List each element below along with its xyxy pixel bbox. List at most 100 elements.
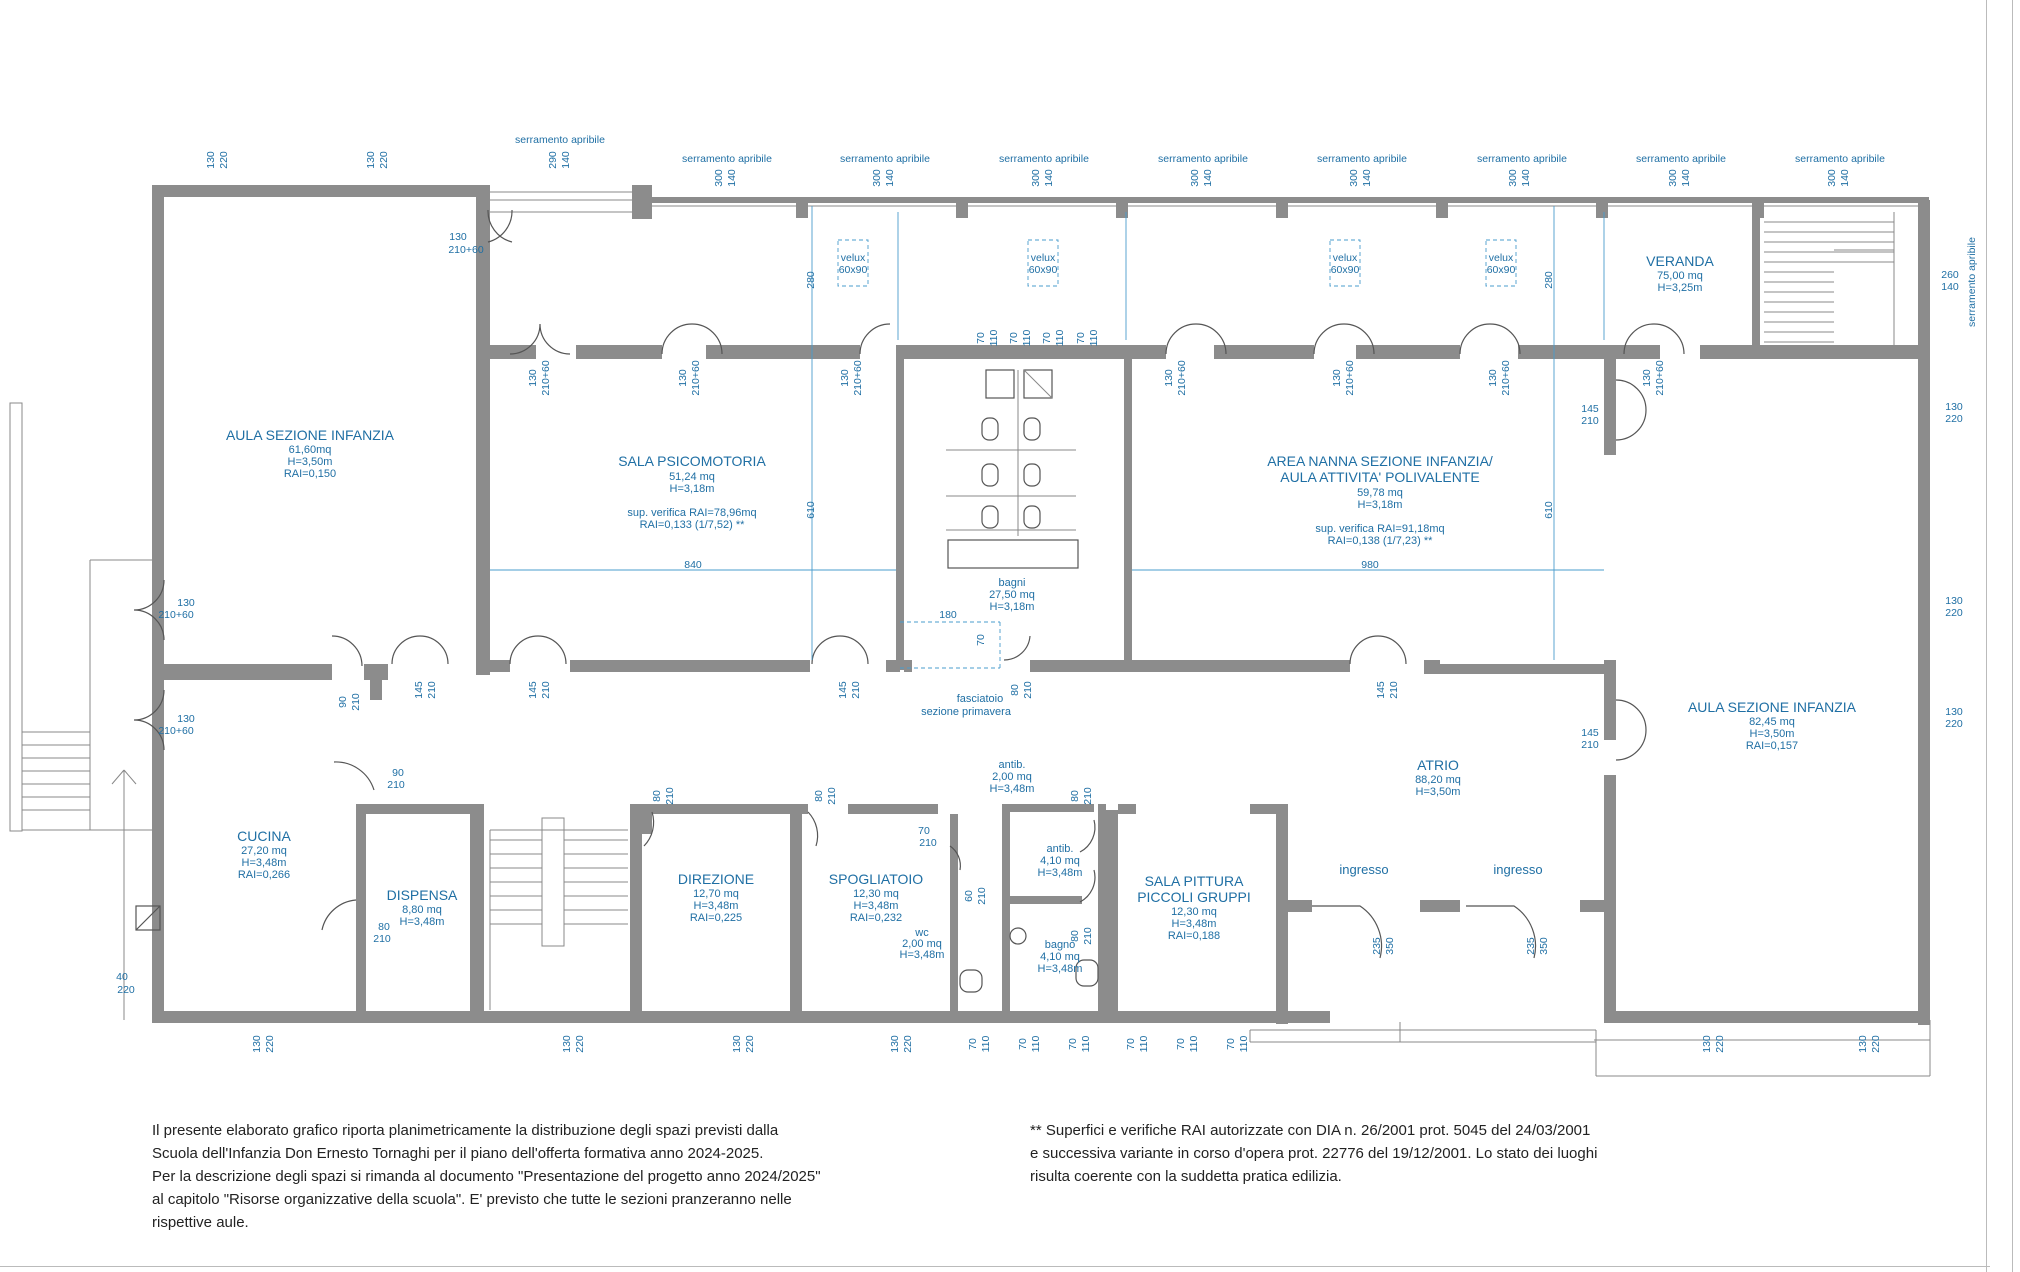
svg-text:145: 145 bbox=[1375, 681, 1387, 699]
svg-text:70: 70 bbox=[1125, 1038, 1137, 1050]
svg-text:210+60: 210+60 bbox=[690, 360, 702, 395]
svg-text:140: 140 bbox=[1941, 281, 1959, 293]
stair-veranda bbox=[1764, 212, 1895, 345]
thin-lines bbox=[9, 191, 1931, 1077]
svg-text:H=3,18m: H=3,18m bbox=[990, 601, 1035, 613]
sheet-border-right bbox=[1986, 0, 1987, 1272]
svg-text:210: 210 bbox=[850, 681, 862, 699]
svg-text:130: 130 bbox=[177, 713, 195, 725]
velux-labels: velux 60x90 velux 60x90 velux 60x90 velu… bbox=[839, 252, 1516, 276]
room-name-spogliatoio: SPOGLIATOIO bbox=[829, 871, 924, 887]
svg-text:75,00 mq: 75,00 mq bbox=[1657, 270, 1703, 282]
svg-text:130: 130 bbox=[1641, 369, 1653, 387]
wall-south-east bbox=[1604, 1011, 1930, 1023]
wall-dir1 bbox=[642, 804, 652, 834]
svg-text:130: 130 bbox=[561, 1035, 573, 1053]
svg-text:80: 80 bbox=[378, 921, 390, 933]
wall-ps1 bbox=[476, 660, 510, 672]
svg-text:60x90: 60x90 bbox=[1029, 264, 1058, 276]
room-name-antib1: antib. bbox=[999, 759, 1026, 771]
svg-text:70: 70 bbox=[975, 332, 987, 344]
wall-v8 bbox=[1700, 345, 1930, 359]
svg-text:145: 145 bbox=[1581, 727, 1599, 739]
wall-pit-top2 bbox=[1250, 804, 1280, 814]
svg-text:220: 220 bbox=[264, 1035, 276, 1053]
svg-text:210+60: 210+60 bbox=[1500, 360, 1512, 395]
room-name-atrio: ATRIO bbox=[1417, 757, 1459, 773]
svg-text:210: 210 bbox=[1082, 787, 1094, 805]
wall-antib-mid bbox=[1002, 896, 1082, 904]
wall-wc-east bbox=[1002, 804, 1010, 1014]
svg-text:210+60: 210+60 bbox=[158, 609, 193, 621]
bagni-fixtures bbox=[946, 369, 1079, 569]
svg-text:H=3,25m: H=3,25m bbox=[1658, 282, 1703, 294]
svg-text:210: 210 bbox=[387, 779, 405, 791]
svg-text:sup. verifica RAI=91,18mq: sup. verifica RAI=91,18mq bbox=[1315, 523, 1444, 535]
wall-dir-top bbox=[652, 804, 808, 814]
svg-text:220: 220 bbox=[902, 1035, 914, 1053]
svg-text:H=3,48m: H=3,48m bbox=[1172, 918, 1217, 930]
svg-text:110: 110 bbox=[1080, 1035, 1092, 1052]
svg-text:235: 235 bbox=[1525, 937, 1537, 955]
room-name-aula2: AULA SEZIONE INFANZIA bbox=[1688, 699, 1857, 715]
svg-text:110: 110 bbox=[1030, 1035, 1042, 1052]
svg-text:140: 140 bbox=[560, 151, 572, 169]
svg-text:300: 300 bbox=[713, 169, 725, 187]
svg-text:RAI=0,157: RAI=0,157 bbox=[1746, 740, 1798, 752]
svg-text:27,50 mq: 27,50 mq bbox=[989, 589, 1035, 601]
svg-text:130: 130 bbox=[365, 151, 377, 169]
svg-text:70: 70 bbox=[1041, 332, 1053, 344]
wall-spo-top bbox=[848, 804, 938, 814]
wall-v6 bbox=[1356, 345, 1460, 359]
svg-text:serramento apribile: serramento apribile bbox=[840, 153, 930, 165]
svg-text:130: 130 bbox=[1163, 369, 1175, 387]
svg-text:RAI=0,188: RAI=0,188 bbox=[1168, 930, 1220, 942]
svg-text:210+60: 210+60 bbox=[1654, 360, 1666, 395]
wall-ing3 bbox=[1580, 900, 1610, 912]
room-name-nanna: AREA NANNA SEZIONE INFANZIA/ bbox=[1267, 453, 1493, 469]
svg-text:140: 140 bbox=[1520, 169, 1532, 187]
room-name-psicomotoria: SALA PSICOMOTORIA bbox=[618, 453, 766, 469]
wall-aula1-east bbox=[476, 345, 490, 675]
svg-text:610: 610 bbox=[805, 501, 817, 519]
svg-text:H=3,50m: H=3,50m bbox=[288, 456, 333, 468]
wall-dispensa-east bbox=[470, 804, 484, 1023]
wall-bagni-east bbox=[1124, 355, 1132, 670]
svg-text:80: 80 bbox=[1009, 684, 1021, 696]
svg-text:110: 110 bbox=[1021, 329, 1033, 346]
room-labels: AULA SEZIONE INFANZIA 61,60mq H=3,50m RA… bbox=[226, 253, 1857, 975]
svg-text:140: 140 bbox=[884, 169, 896, 187]
room-name-veranda: VERANDA bbox=[1646, 253, 1714, 269]
room-name-dispensa: DISPENSA bbox=[387, 887, 458, 903]
svg-text:220: 220 bbox=[1945, 413, 1963, 425]
room-name-bagni: bagni bbox=[999, 577, 1026, 589]
svg-text:serramento apribile: serramento apribile bbox=[1317, 153, 1407, 165]
svg-text:82,45 mq: 82,45 mq bbox=[1749, 716, 1795, 728]
wall-v3 bbox=[706, 345, 860, 359]
label-ingresso-1: ingresso bbox=[1339, 862, 1388, 877]
wall-north-glazing bbox=[652, 197, 1929, 203]
svg-text:145: 145 bbox=[837, 681, 849, 699]
label-ingresso-2: ingresso bbox=[1493, 862, 1542, 877]
wall-aula2-w1 bbox=[1604, 355, 1616, 455]
room-name-pittura: SALA PITTURA bbox=[1145, 873, 1244, 889]
svg-text:220: 220 bbox=[1945, 607, 1963, 619]
svg-text:PICCOLI GRUPPI: PICCOLI GRUPPI bbox=[1137, 889, 1251, 905]
svg-text:130: 130 bbox=[527, 369, 539, 387]
note-left: Il presente elaborato grafico riporta pl… bbox=[152, 1122, 821, 1231]
svg-text:210: 210 bbox=[350, 693, 362, 711]
wall-nn3 bbox=[1424, 664, 1608, 674]
svg-text:4,10 mq: 4,10 mq bbox=[1040, 951, 1080, 963]
exterior-ramp bbox=[9, 402, 161, 1020]
svg-text:280: 280 bbox=[1543, 271, 1555, 289]
svg-text:840: 840 bbox=[684, 559, 702, 571]
svg-text:260: 260 bbox=[1941, 269, 1959, 281]
svg-text:220: 220 bbox=[1870, 1035, 1882, 1053]
svg-text:220: 220 bbox=[218, 151, 230, 169]
svg-text:210+60: 210+60 bbox=[158, 725, 193, 737]
svg-text:12,70 mq: 12,70 mq bbox=[693, 888, 739, 900]
svg-text:H=3,48m: H=3,48m bbox=[694, 900, 739, 912]
svg-text:70: 70 bbox=[1175, 1038, 1187, 1050]
svg-text:velux: velux bbox=[1031, 252, 1056, 264]
svg-text:980: 980 bbox=[1361, 559, 1379, 571]
